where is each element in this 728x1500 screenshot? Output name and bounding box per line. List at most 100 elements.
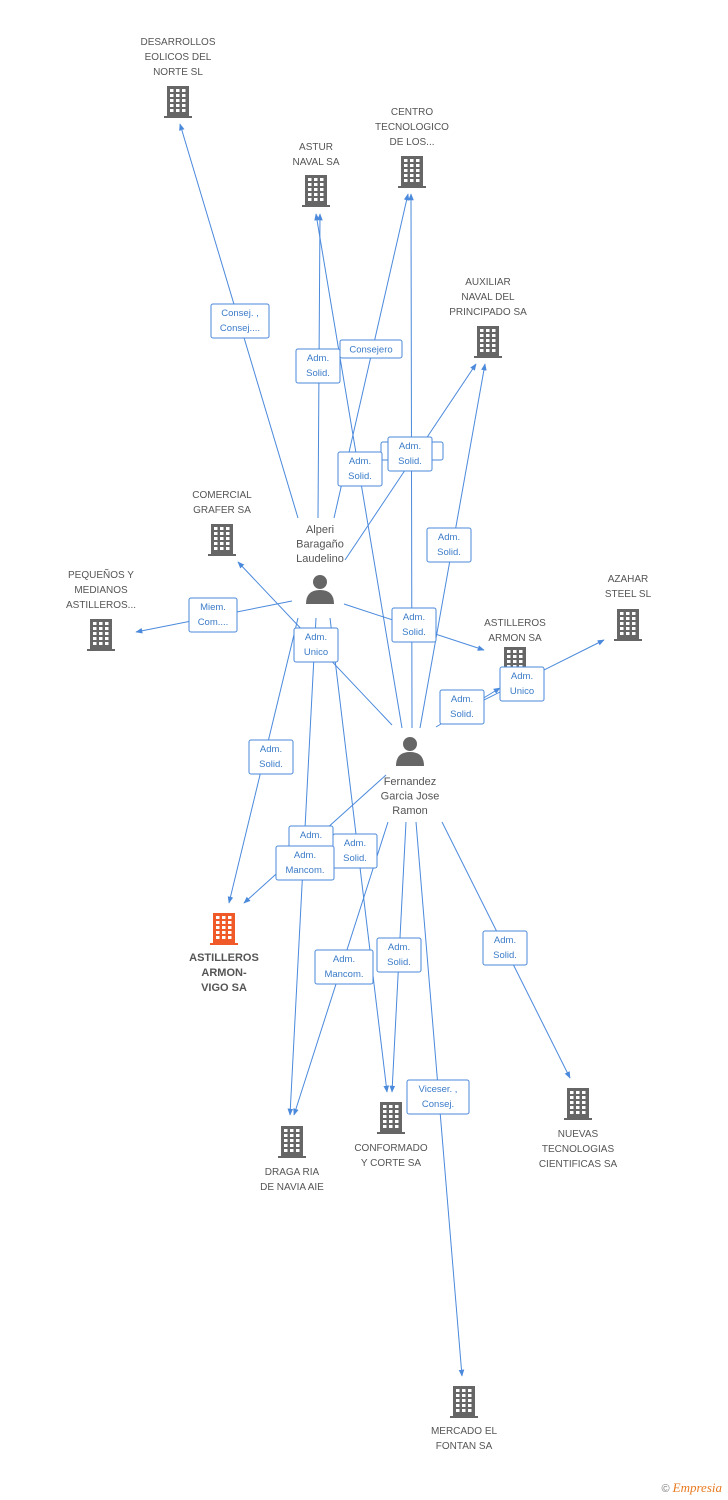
- company-label: COMERCIAL: [192, 490, 252, 501]
- role-text: Consej.: [422, 1099, 454, 1110]
- company-node-draga[interactable]: DRAGA RIA DE NAVIA AIE: [260, 1126, 324, 1193]
- company-label: Y CORTE SA: [361, 1158, 422, 1169]
- person-label: Alperi: [306, 524, 334, 536]
- person-label: Ramon: [392, 805, 427, 817]
- company-label: ARMON SA: [488, 633, 542, 644]
- building-icon: [278, 1126, 306, 1158]
- role-badge-alperi-desarrollos[interactable]: Consej. ,Consej....: [210, 303, 270, 339]
- company-label: EOLICOS DEL: [145, 52, 212, 63]
- role-text: Adm.: [349, 456, 371, 467]
- role-text: Adm.: [333, 954, 355, 965]
- role-text: Solid.: [306, 368, 330, 379]
- role-badge-alperi-conformado[interactable]: Adm.Solid.: [332, 833, 378, 869]
- role-badge-alperi-centro[interactable]: Consejero: [339, 339, 403, 359]
- role-badge-fernandez-astur[interactable]: Adm.Solid.: [337, 451, 383, 487]
- role-badge-fernandez-centro[interactable]: Adm.Solid.: [387, 436, 433, 472]
- building-icon: [87, 619, 115, 651]
- company-node-astur[interactable]: ASTUR NAVAL SA: [292, 142, 340, 207]
- role-badge-fernandez-auxiliar[interactable]: Adm. Solid.: [426, 527, 472, 563]
- company-label: DESARROLLOS: [140, 37, 215, 48]
- company-node-centro[interactable]: CENTRO TECNOLOGICO DE LOS...: [375, 107, 449, 188]
- company-label: FONTAN SA: [436, 1441, 493, 1452]
- person-label: Garcia Jose: [381, 791, 440, 803]
- role-badge-fernandez-vigo[interactable]: Adm. Mancom.: [275, 845, 335, 881]
- building-icon: [614, 609, 642, 641]
- role-text: Solid.: [387, 957, 411, 968]
- building-icon: [450, 1386, 478, 1418]
- person-label: Fernandez: [384, 776, 437, 788]
- role-text: Adm.: [300, 830, 322, 841]
- role-text: Com....: [198, 617, 229, 628]
- role-text: Adm.: [494, 935, 516, 946]
- role-badge-fernandez-draga[interactable]: Adm. Mancom.: [314, 949, 374, 985]
- person-icon: [396, 737, 424, 766]
- role-text: Adm.: [403, 612, 425, 623]
- company-label: AUXILIAR: [465, 277, 511, 288]
- role-text: Adm.: [388, 942, 410, 953]
- company-label: DE NAVIA AIE: [260, 1182, 324, 1193]
- company-label: DE LOS...: [389, 137, 434, 148]
- company-node-pequenos[interactable]: PEQUEÑOS YMEDIANOSASTILLEROS...: [66, 568, 136, 651]
- company-label: TECNOLOGIAS: [542, 1144, 615, 1155]
- role-text: Mancom.: [324, 969, 363, 980]
- copyright-symbol: ©: [661, 1483, 670, 1495]
- role-text: Adm.: [305, 632, 327, 643]
- company-label: CIENTIFICAS SA: [539, 1159, 618, 1170]
- role-text: Solid.: [259, 759, 283, 770]
- company-label: TECNOLOGICO: [375, 122, 449, 133]
- role-text: Adm.: [511, 671, 533, 682]
- company-label: ASTILLEROS...: [66, 600, 136, 611]
- company-label: ASTILLEROS: [484, 618, 546, 629]
- company-label: PRINCIPADO SA: [449, 307, 527, 318]
- company-label: GRAFER SA: [193, 505, 251, 516]
- role-text: Solid.: [437, 547, 461, 558]
- role-badge-fernandez-armon[interactable]: Adm.Solid.: [439, 689, 485, 725]
- role-badge-fernandez-comercial[interactable]: Adm. Unico: [293, 627, 339, 663]
- role-text: Adm.: [294, 850, 316, 861]
- company-label: CENTRO: [391, 107, 433, 118]
- role-text: Consej....: [220, 323, 260, 334]
- company-node-desarrollos[interactable]: DESARROLLOS EOLICOS DEL NORTE SL: [140, 37, 216, 118]
- role-badge-alperi-pequenos[interactable]: Miem. Com....: [188, 597, 238, 633]
- company-label: NORTE SL: [153, 67, 203, 78]
- role-text: Mancom.: [285, 865, 324, 876]
- company-label: ASTUR: [299, 142, 333, 153]
- company-label: VIGO SA: [201, 982, 247, 994]
- role-badge-fernandez-conformado[interactable]: Adm. Solid.: [376, 937, 422, 973]
- role-badge-fernandez-nuevas[interactable]: Adm.Solid.: [482, 930, 528, 966]
- role-text: Consejero: [349, 345, 392, 356]
- role-text: Adm.: [260, 744, 282, 755]
- role-text: Adm.: [399, 441, 421, 452]
- person-label: Laudelino: [296, 553, 344, 565]
- company-node-comercial[interactable]: COMERCIAL GRAFER SA: [192, 490, 252, 556]
- building-icon: [302, 175, 330, 207]
- role-text: Miem.: [200, 602, 226, 613]
- role-badge-fernandez-mercado[interactable]: Viceser. ,Consej.: [406, 1079, 470, 1115]
- role-badge-alperi-astur[interactable]: Adm. Solid.: [295, 348, 341, 384]
- building-icon: [377, 1102, 405, 1134]
- role-badge-fernandez-azahar[interactable]: Adm.Unico: [499, 666, 545, 702]
- role-badge-alperi-armon[interactable]: Adm.Solid.: [391, 607, 437, 643]
- building-icon: [398, 156, 426, 188]
- role-badge-alperi-vigo[interactable]: Adm. Solid.: [248, 739, 294, 775]
- company-label: DRAGA RIA: [265, 1167, 320, 1178]
- brand-logo[interactable]: Empresia: [672, 1480, 722, 1495]
- copyright-footer: © Empresia: [661, 1480, 722, 1496]
- person-icon: [306, 575, 334, 604]
- building-icon: [210, 913, 238, 945]
- company-label: NAVAL SA: [292, 157, 339, 168]
- role-text: Adm.: [438, 532, 460, 543]
- role-text: Unico: [304, 647, 328, 658]
- role-text: Adm.: [307, 353, 329, 364]
- company-label: ARMON-: [201, 967, 247, 979]
- role-text: Solid.: [343, 853, 367, 864]
